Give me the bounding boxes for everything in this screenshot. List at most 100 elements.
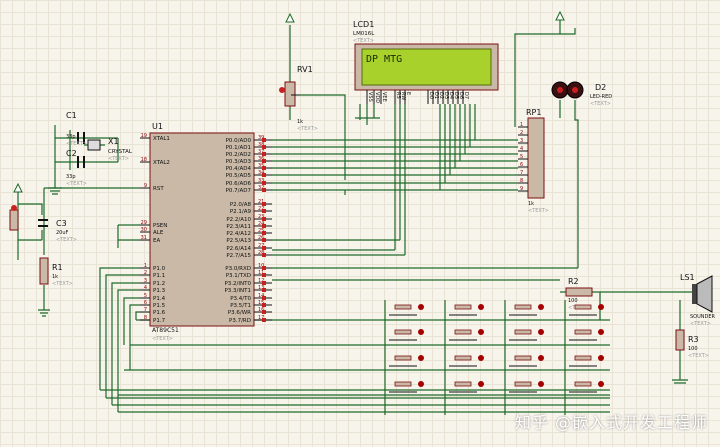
u1-ref: U1 — [152, 122, 163, 131]
u1-pin-name: P1.1 — [153, 273, 165, 279]
reset-marker — [11, 205, 17, 211]
u1-pin-marker — [262, 238, 266, 242]
power-arrow — [555, 10, 565, 21]
keypad-button-cap — [454, 329, 472, 335]
u1-pin-name: P1.5 — [153, 303, 166, 309]
u1-pin-marker — [262, 217, 266, 221]
c2-text-tag: <TEXT> — [66, 181, 87, 187]
u1-pin-num: 14 — [258, 293, 264, 299]
lcd-pin-label: D5 — [453, 92, 459, 99]
u1-pin-num: 33 — [258, 178, 264, 184]
u1-pin-num: 16 — [258, 307, 264, 313]
u1-pin-num: 38 — [258, 142, 264, 148]
u1-pin-marker — [262, 253, 266, 257]
keypad-button-marker — [418, 304, 424, 310]
lcd-display-text: DP MTG — [366, 54, 402, 65]
u1-pin-name: P2.2/A10 — [226, 217, 251, 223]
u1-pin-num: 12 — [258, 278, 264, 284]
power-arrow — [13, 182, 23, 193]
u1-pin-name: P2.7/A15 — [226, 253, 251, 259]
ea-wiring — [117, 224, 140, 248]
r3-ref: R3 — [688, 335, 699, 344]
u1-pin-num: 34 — [258, 170, 264, 176]
u1-pin-name: P2.3/A11 — [226, 224, 251, 230]
u1-pin-name: PSEN — [153, 223, 167, 229]
keypad-button-cap — [394, 329, 412, 335]
u1-pin-name: P3.3/INT1 — [224, 288, 251, 294]
u1-pin-num: 32 — [258, 185, 264, 191]
port0-wires — [272, 139, 475, 191]
watermark: 知乎 @嵌入式开发工程师 — [514, 413, 708, 432]
power-arrow — [285, 12, 295, 23]
rp1-pin-num: 6 — [520, 162, 523, 168]
port1-wires — [99, 267, 140, 412]
u1-pin-name: P0.1/AD1 — [226, 145, 251, 151]
u1-pin-num: 1 — [144, 263, 147, 269]
lcd-pin-label: D6 — [458, 92, 464, 99]
lcd-pin-label: D4 — [448, 92, 454, 99]
r1-text-tag: <TEXT> — [52, 281, 73, 287]
rp1-pin-num: 2 — [520, 130, 523, 136]
r3-text-tag: <TEXT> — [688, 353, 709, 359]
rv1-text-tag: <TEXT> — [297, 126, 318, 132]
d2-ref: D2 — [595, 83, 606, 92]
u1-pin-marker — [262, 159, 266, 163]
u1-pin-num: 3 — [144, 278, 147, 284]
x1-body — [87, 139, 101, 151]
u1-pin-num: 24 — [258, 221, 264, 227]
keypad-button-cap — [514, 304, 532, 310]
u1-pin-name: P2.5/A13 — [226, 238, 251, 244]
u1-pin-marker — [262, 224, 266, 228]
u1-pin-marker — [262, 181, 266, 185]
reset-button — [9, 209, 19, 231]
u1-pin-marker — [262, 173, 266, 177]
ls1-ref: LS1 — [680, 273, 695, 282]
u1-pin-name: P1.6 — [153, 310, 166, 316]
u1-pin-marker — [262, 246, 266, 250]
rp1-text-tag: <TEXT> — [528, 208, 549, 214]
u1-pin-num: 4 — [144, 285, 147, 291]
lcd-pin-label: D0 — [428, 92, 434, 99]
r3-value: 100 — [688, 346, 698, 352]
keypad-button-cap — [574, 381, 592, 387]
rp1-pin-num: 5 — [520, 154, 523, 160]
lcd-rs-e-wires — [272, 104, 406, 256]
lcd-part: LM016L — [353, 31, 375, 37]
keypad — [389, 304, 604, 393]
rp1-pin-num: 7 — [520, 170, 523, 176]
u1-pin-num: 13 — [258, 285, 264, 291]
keypad-button-marker — [418, 381, 424, 387]
u1-pin-num: 18 — [141, 157, 147, 163]
lcd-ref: LCD1 — [353, 20, 374, 29]
u1-pin-num: 35 — [258, 163, 264, 169]
u1-pin-num: 8 — [144, 315, 147, 321]
u1-pin-num: 7 — [144, 307, 147, 313]
x1-text-tag: <TEXT> — [108, 156, 129, 162]
lcd-data-wires — [439, 104, 476, 190]
u1-pin-name: ALE — [153, 230, 164, 236]
u1-pin-num: 29 — [141, 220, 147, 226]
keypad-button-marker — [478, 329, 484, 335]
keypad-button-cap — [394, 355, 412, 361]
u1-pin-name: P2.4/A12 — [226, 231, 251, 237]
keypad-rows — [118, 319, 610, 396]
u1-pin-marker — [262, 209, 266, 213]
u1-pin-num: 37 — [258, 149, 264, 155]
u1-pin-name: P0.2/AD2 — [226, 152, 251, 158]
u1-pin-marker — [262, 202, 266, 206]
u1-pin-name: P0.6/AD6 — [226, 181, 252, 187]
led-wiring — [272, 28, 579, 269]
keypad-button-cap — [514, 329, 532, 335]
lcd-pin-label: E — [405, 92, 411, 95]
keypad-button-cap — [574, 329, 592, 335]
keypad-button-marker — [478, 355, 484, 361]
rv1-value: 1k — [297, 119, 303, 125]
u1-pin-num: 9 — [144, 183, 147, 189]
rv1-marker — [279, 87, 285, 93]
ls1-part: SOUNDER — [690, 314, 716, 320]
u1-pin-num: 11 — [258, 270, 264, 276]
u1-pin-name: P1.3 — [153, 288, 166, 294]
keypad-button-marker — [538, 329, 544, 335]
u1-pin-marker — [262, 288, 266, 292]
